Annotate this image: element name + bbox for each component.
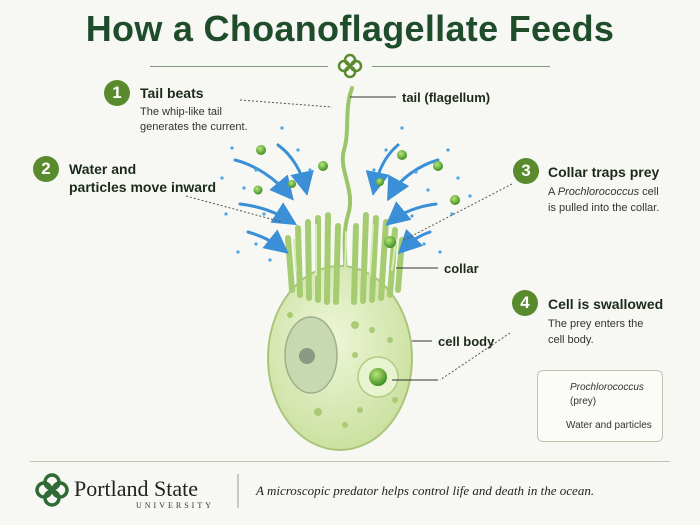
step-3-desc-pre: A — [548, 186, 558, 198]
step-2-title-line1: Water and — [69, 161, 137, 177]
step-4-desc-line1: The prey enters the — [548, 318, 644, 330]
step-4-title: Cell is swallowed — [548, 296, 664, 312]
legend-prey-line1: Prochlorococcus — [570, 382, 644, 393]
label-collar: collar — [444, 261, 479, 276]
legend-box — [537, 370, 663, 442]
water-particles — [220, 126, 472, 262]
clover-icon — [337, 53, 363, 79]
step-3-desc-post: cell — [639, 186, 659, 198]
step-3-desc-em: Prochlorococcus — [557, 186, 640, 198]
brand-subtitle: UNIVERSITY — [136, 501, 214, 510]
prey-cells — [253, 145, 460, 248]
step-3-desc-line2: is pulled into the collar. — [548, 202, 660, 214]
step-4-badge: 4 — [512, 290, 538, 316]
brand-name: Portland State — [74, 476, 199, 501]
step-3-title: Collar traps prey — [548, 164, 660, 180]
label-cell-body: cell body — [438, 334, 495, 349]
step-1-desc-line2: generates the current. — [140, 121, 248, 133]
step-4-desc-line2: cell body. — [548, 334, 594, 346]
step-1-badge: 1 — [104, 80, 130, 106]
footer-tagline: A microscopic predator helps control lif… — [256, 483, 595, 498]
cell-body — [267, 265, 413, 451]
water-current-arrows — [233, 143, 440, 255]
legend-prey-line2: (prey) — [570, 396, 597, 407]
step-2-badge: 2 — [33, 156, 59, 182]
label-tail: tail (flagellum) — [402, 90, 491, 105]
title-rule-right — [372, 66, 550, 67]
legend-water-label: Water and particles — [566, 420, 652, 431]
flagellum — [340, 86, 354, 270]
step-2-title-line2: particles move inward — [69, 179, 217, 195]
psu-logo-icon — [35, 473, 69, 507]
footer-divider — [30, 461, 670, 462]
step-3-desc-line1: A Prochlorococcus cell — [548, 185, 659, 200]
step-1-desc-line1: The whip-like tail — [140, 106, 222, 118]
swallowed-prey — [369, 368, 387, 386]
step-1-title: Tail beats — [140, 85, 204, 101]
step-3-badge: 3 — [513, 158, 539, 184]
page-title: How a Choanoflagellate Feeds — [85, 8, 615, 49]
title-rule-left — [150, 66, 328, 67]
